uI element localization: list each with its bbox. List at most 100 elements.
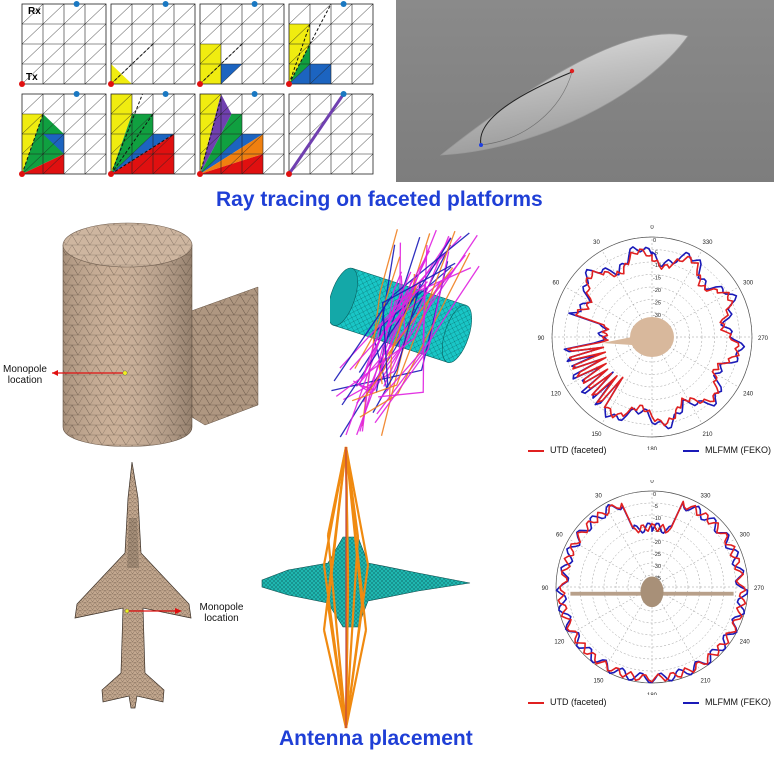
grid-diagonal xyxy=(220,63,243,85)
rx-marker xyxy=(73,91,80,97)
ray-path xyxy=(344,604,364,729)
grid-diagonal xyxy=(309,133,332,155)
ray-path xyxy=(363,281,428,375)
grid-diagonal xyxy=(241,93,264,115)
polar-grid-ring xyxy=(589,274,715,400)
grid-diagonal xyxy=(330,3,353,25)
legend-utd-label-2: UTD (faceted) xyxy=(550,697,607,707)
grid-diagonal xyxy=(110,93,133,115)
monopole-location-label-top: Monopole location xyxy=(3,364,47,386)
grid-diagonal xyxy=(173,63,196,85)
grid-diagonal xyxy=(110,153,133,175)
grid-diagonal xyxy=(21,153,44,175)
grid-diagonal xyxy=(351,63,374,85)
polar-radial-label: -25 xyxy=(653,301,661,307)
grid-diagonal xyxy=(220,113,243,135)
grid-diagonal xyxy=(309,153,332,175)
ray-path xyxy=(333,232,470,382)
rx-marker xyxy=(162,1,169,7)
grid-diagonal xyxy=(131,63,154,85)
grid-diagonal xyxy=(262,93,285,115)
ray-path xyxy=(351,230,456,402)
spheroid-render xyxy=(396,0,774,182)
grid-diagonal xyxy=(351,23,374,45)
tx-marker xyxy=(19,171,25,177)
polar-angle-label: 180 xyxy=(647,447,658,450)
ray-grid-panel xyxy=(108,1,196,87)
ray-path xyxy=(322,446,348,631)
ray-path xyxy=(374,251,450,424)
grid-diagonal xyxy=(241,63,264,85)
grid-diagonal xyxy=(84,3,107,25)
tx-marker xyxy=(197,171,203,177)
grid-diagonal xyxy=(351,113,374,135)
polar-radial-label: -30 xyxy=(653,313,661,319)
rx-marker xyxy=(251,91,258,97)
grid-diagonal xyxy=(309,43,332,65)
ray-grid-panel xyxy=(19,91,107,177)
polar-spoke xyxy=(568,538,653,588)
grid-diagonal xyxy=(110,63,133,85)
grid-diagonal xyxy=(241,3,264,25)
grid-diagonal xyxy=(330,93,353,115)
ray-path xyxy=(365,282,419,397)
grid-diagonal xyxy=(199,93,222,115)
ray-tracing-grid-panel: Rx Tx xyxy=(19,1,374,177)
grid-diagonal xyxy=(131,3,154,25)
grid-diagonal xyxy=(84,43,107,65)
polar-angle-label: 210 xyxy=(700,679,711,685)
grid-diagonal xyxy=(330,43,353,65)
grid-diagonal xyxy=(63,3,86,25)
ray-path xyxy=(21,113,44,175)
grid-diagonal xyxy=(42,63,65,85)
grid-diagonal xyxy=(63,43,86,65)
polar-spoke xyxy=(651,538,736,588)
polar-grid-ring xyxy=(576,261,728,413)
grid-diagonal xyxy=(330,153,353,175)
legend-mlfmm-swatch xyxy=(683,449,699,452)
direct-ray-arrow xyxy=(287,93,345,175)
grid-diagonal xyxy=(42,3,65,25)
tx-label: Tx xyxy=(26,72,38,83)
polar-angle-label: 270 xyxy=(758,336,769,342)
grid-diagonal xyxy=(131,43,154,65)
tx-marker xyxy=(286,81,292,87)
grid-diagonal xyxy=(351,93,374,115)
grid-diagonal xyxy=(110,133,133,155)
polar-radial-label: -5 xyxy=(653,251,658,257)
polar-angle-label: 150 xyxy=(591,432,602,438)
ray-path xyxy=(322,446,348,566)
ray-path xyxy=(355,254,466,387)
ray-path xyxy=(344,446,370,566)
polar-grid-ring xyxy=(564,249,740,425)
tx-marker xyxy=(108,171,114,177)
grid-diagonal xyxy=(152,43,175,65)
polar-angle-label: 150 xyxy=(593,679,604,685)
ray-path xyxy=(110,133,175,175)
ray-path xyxy=(378,284,426,398)
grid-diagonal xyxy=(220,23,243,45)
grid-diagonal xyxy=(84,113,107,135)
grid-diagonal xyxy=(262,43,285,65)
grid-diagonal xyxy=(84,153,107,175)
wing-silhouette xyxy=(602,337,632,345)
grid-diagonal xyxy=(152,113,175,135)
grid-diagonal xyxy=(262,113,285,135)
ray-grid-panel xyxy=(286,1,374,87)
grid-diagonal xyxy=(351,153,374,175)
monopole-location-label-bottom: Monopole location xyxy=(199,602,244,624)
grid-diagonal xyxy=(42,93,65,115)
jet-mesh-model xyxy=(74,461,192,709)
grid-diagonal xyxy=(241,23,264,45)
grid-diagonal xyxy=(351,43,374,65)
legend-utd-swatch xyxy=(528,449,544,452)
polar-angle-label: 120 xyxy=(551,392,562,398)
grid-diagonal xyxy=(173,133,196,155)
grid-diagonal xyxy=(21,43,44,65)
polar-angle-label: 90 xyxy=(538,336,545,342)
grid-diagonal xyxy=(199,113,222,135)
polar-angle-label: 330 xyxy=(702,240,713,246)
polar-angle-label: 60 xyxy=(556,533,563,539)
polar-radial-label: -20 xyxy=(653,288,661,294)
grid-diagonal xyxy=(42,153,65,175)
